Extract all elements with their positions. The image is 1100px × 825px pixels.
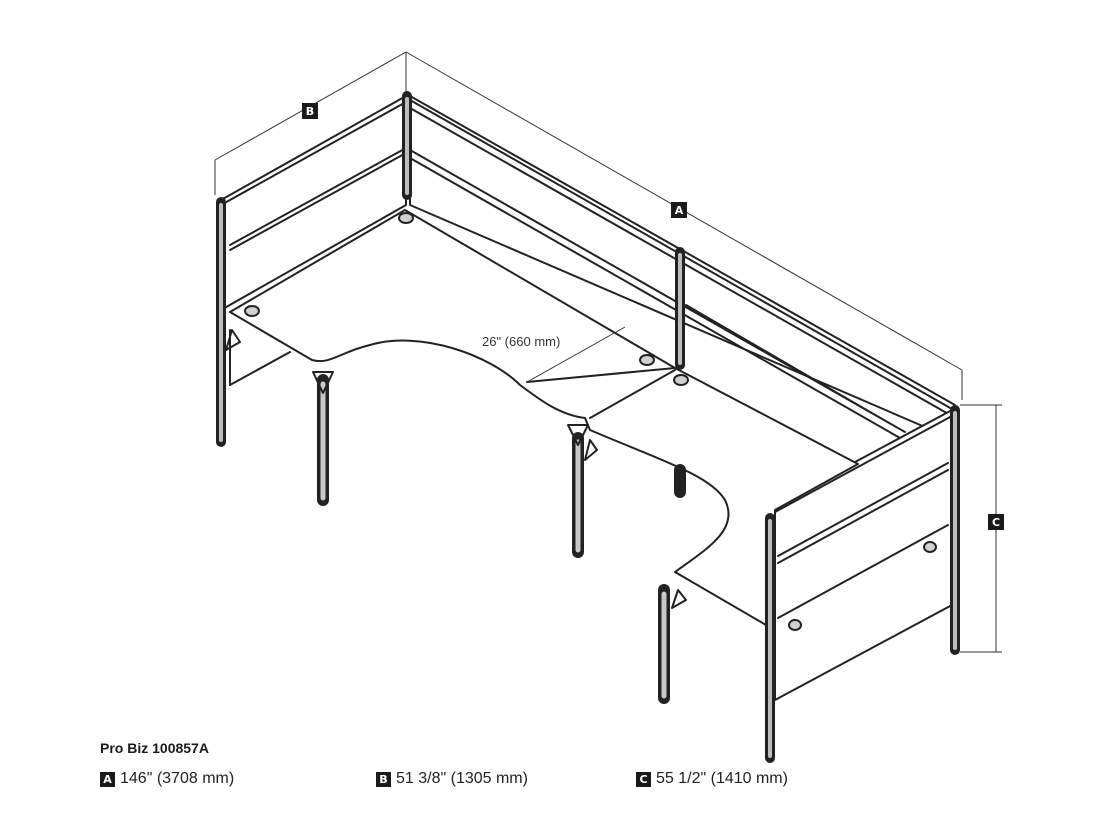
panel-grommet-lower	[788, 619, 802, 631]
spec-dimension-a: A 146" (3708 mm)	[100, 770, 234, 788]
depth-label: 26" (660 mm)	[482, 334, 560, 349]
depth-dimension: 26" (660 mm)	[482, 326, 626, 383]
spec-a-tag: A	[100, 771, 115, 787]
spec-b-value: 51 3/8" (1305 mm)	[396, 770, 528, 787]
spec-c-tag: C	[636, 771, 651, 787]
panel-posts	[216, 91, 960, 763]
tag-b-box	[302, 103, 318, 119]
spec-dimension-c: C 55 1/2" (1410 mm)	[636, 770, 788, 788]
tag-a-label: A	[675, 204, 684, 217]
panel-grommet-upper	[923, 541, 937, 553]
spec-c-value: 55 1/2" (1410 mm)	[656, 770, 788, 787]
dimension-a: A	[405, 51, 963, 400]
desk-surface	[229, 209, 859, 626]
desk-grommet-right	[673, 374, 689, 386]
dimension-c: C	[960, 404, 1004, 653]
spec-a-value: 146" (3708 mm)	[120, 770, 235, 787]
desk-grommet-middle	[639, 354, 655, 366]
dimension-b: B	[214, 51, 407, 195]
spec-b-tag: B	[376, 771, 391, 787]
tag-c-label: C	[992, 516, 1000, 529]
desk-grommet-back	[398, 212, 414, 224]
tag-b-label: B	[306, 105, 314, 118]
desk-grommet-left	[244, 305, 260, 317]
tag-a-box	[671, 202, 687, 218]
product-title: Pro Biz 100857A	[100, 740, 209, 756]
desk-legs	[225, 329, 687, 704]
tag-c-box	[988, 514, 1004, 530]
spec-dimension-b: B 51 3/8" (1305 mm)	[376, 770, 528, 788]
